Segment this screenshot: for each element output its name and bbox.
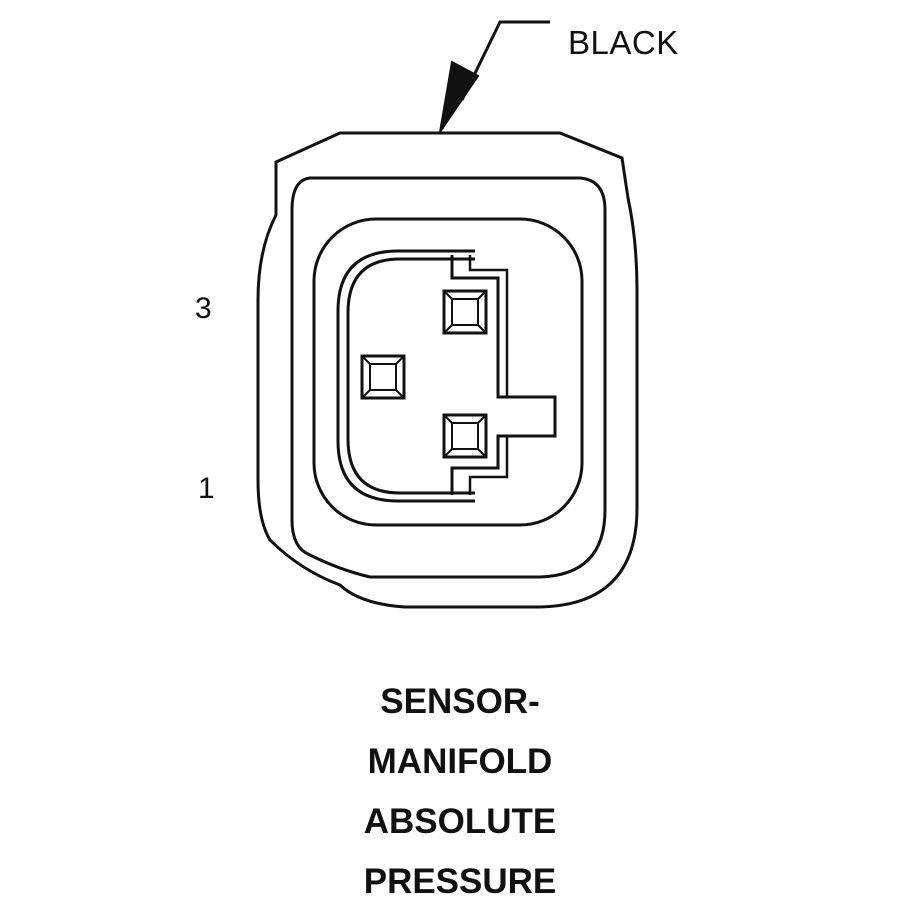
pin-face (312, 217, 584, 527)
connector-outer-housing (256, 131, 639, 609)
terminal-cavity-3 (442, 289, 488, 335)
latch-profile-outer (450, 255, 557, 495)
connector-inner-housing (290, 176, 607, 579)
title-line-2: MANIFOLD (367, 742, 553, 781)
leader-line (460, 20, 550, 101)
connector-title: SENSOR- MANIFOLD ABSOLUTE PRESSURE (260, 672, 660, 912)
latch-profile-inner (468, 255, 509, 397)
terminal-cavity-1 (442, 413, 488, 459)
pin-number-top: 3 (195, 292, 212, 325)
pin-number-bottom: 1 (198, 472, 215, 505)
title-line-4: PRESSURE (363, 862, 557, 901)
latch-profile-inner-lower (468, 436, 509, 495)
keying-profile-inner (346, 257, 475, 495)
title-line-1: SENSOR- (380, 682, 540, 721)
connector-color-label: BLACK (568, 24, 679, 61)
title-line-3: ABSOLUTE (363, 802, 557, 841)
color-callout-leader (439, 20, 550, 133)
leader-arrowhead-icon (439, 60, 480, 133)
terminal-cavity-2 (360, 354, 406, 400)
keying-profile-outer (336, 249, 475, 503)
